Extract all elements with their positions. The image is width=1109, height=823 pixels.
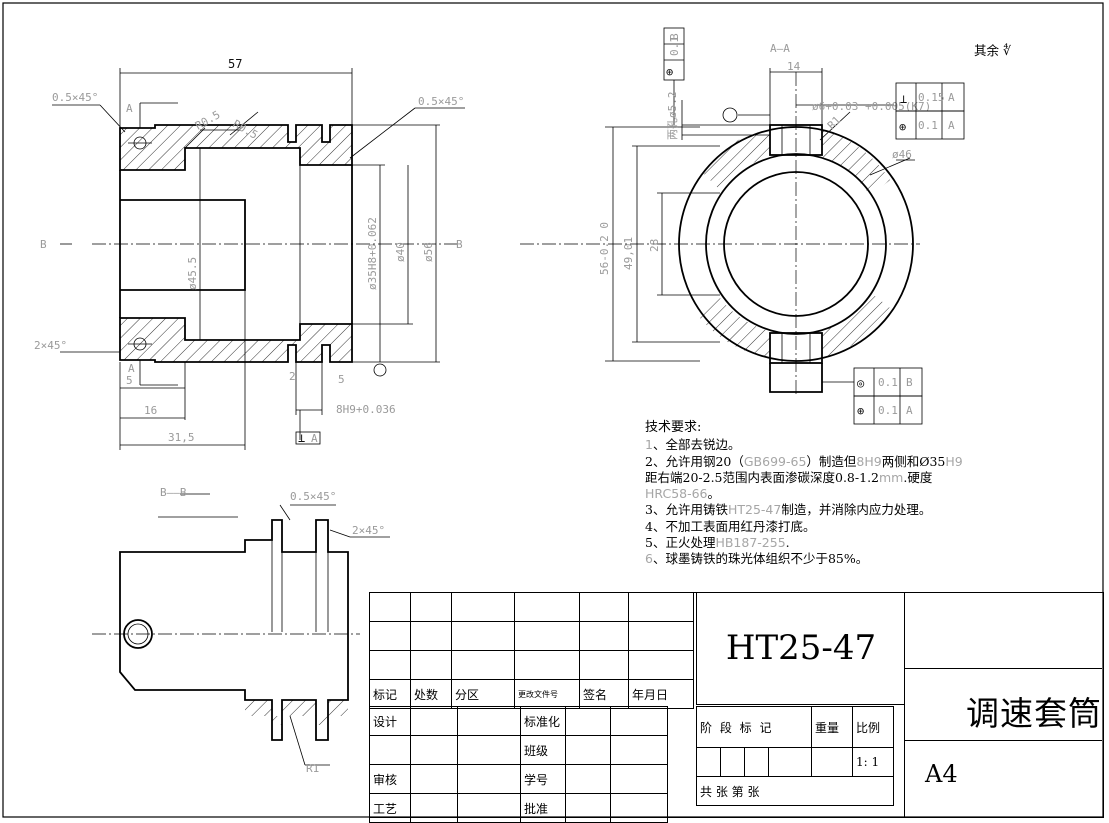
label-review: 审核 <box>369 764 411 794</box>
label-scale: 比例 <box>852 706 894 748</box>
aa-hole-note: 两孔ø5.2 <box>666 92 679 141</box>
label-a-top: A <box>126 102 133 115</box>
dim-dia-45-5: ø45.5 <box>186 257 199 290</box>
approval-table: 设计 标准化 班级 审核 学号 工艺 批准 <box>369 706 668 823</box>
tol-pos-bottom-datum: A <box>906 404 913 417</box>
label-date: 年月日 <box>628 679 694 709</box>
tol-pos-bottom-symbol: ⊕ <box>857 404 864 418</box>
label-approve: 批准 <box>520 793 566 823</box>
tol-pos-right-datum: A <box>948 119 955 132</box>
label-standardize: 标准化 <box>520 706 566 736</box>
stage-table: 阶 段 标 记重量比例 1: 1 共 张 第 张 <box>695 706 894 806</box>
tol-perp-datum: A <box>948 91 955 104</box>
bb-chamfer-1: 0.5×45° <box>290 490 336 503</box>
dim-len-2: 2 <box>289 370 296 383</box>
tech-item-5: 5、正火处理HB187-255. <box>645 535 790 551</box>
dim-len-16: 16 <box>144 404 157 417</box>
label-design: 设计 <box>369 706 411 736</box>
dim-len-31-5: 31,5 <box>168 431 195 444</box>
label-sheets: 共 张 第 张 <box>696 776 894 806</box>
revision-table: 标记 处数 分区 更改文件号 签名 年月日 <box>369 592 694 709</box>
label-process: 工艺 <box>369 793 411 823</box>
tol-perp-small-symbol: ⊥ <box>298 431 305 445</box>
dim-width-8h9: 8H9+0.036 <box>336 403 396 416</box>
label-student-no: 学号 <box>520 764 566 794</box>
aa-dim-28: 28 <box>648 239 661 252</box>
dim-chamfer-left-bottom: 2×45° <box>34 339 67 352</box>
label-class: 班级 <box>520 735 566 765</box>
dim-chamfer-right-top: 0.5×45° <box>418 95 464 108</box>
scale-value: 1: 1 <box>852 747 894 777</box>
tech-item-1: 1、全部去锐边。 <box>645 437 741 453</box>
aa-dim-14: 14 <box>787 60 801 73</box>
tech-requirements: 技术要求: 1、全部去锐边。 2、允许用钢20（GB699-65）制造但8H9两… <box>645 420 1025 568</box>
aa-dim-r1: R1 <box>825 114 844 133</box>
part-name: 调速套筒 <box>966 694 1102 733</box>
aa-dim-49: 49,01 <box>622 237 635 270</box>
dim-dia-56: ø56 <box>422 242 435 262</box>
label-b-right: B <box>456 238 463 251</box>
material: HT25-47 <box>696 592 905 705</box>
label-count: 处数 <box>410 679 452 709</box>
label-weight: 重量 <box>811 706 853 748</box>
tol-pos-top-value: 0.1 <box>668 36 681 56</box>
name-cell <box>904 592 1103 817</box>
dim-chamfer-left-top: 0.5×45° <box>52 91 98 104</box>
section-bb-view <box>92 493 390 766</box>
tech-item-2: 2、允许用钢20（GB699-65）制造但8H9两侧和Ø35H9 <box>645 453 963 469</box>
tech-item-2c: HRC58-66。 <box>645 486 721 502</box>
name-divider <box>904 668 1102 669</box>
tol-concentric-datum: B <box>906 376 913 389</box>
tech-item-4: 4、不加工表面用红丹漆打底。 <box>645 518 816 534</box>
tol-pos-top-datum: B <box>668 33 681 40</box>
tolerance-frame-pos-right <box>895 110 965 140</box>
tol-concentric-symbol: ◎ <box>857 376 864 390</box>
tolerance-frame-concentric <box>822 367 923 425</box>
tol-perp-small-datum: A <box>311 432 318 445</box>
sheet-size: A4 <box>925 760 958 788</box>
label-signature: 签名 <box>579 679 629 709</box>
aa-dim-46: ø46 <box>892 148 912 161</box>
tol-pos-top-symbol: ⊕ <box>666 65 673 79</box>
roughness-note: 其余 ∜ <box>974 43 1011 58</box>
section-aa-title: A—A <box>770 42 790 55</box>
label-mark: 标记 <box>369 679 411 709</box>
dim-len-5: 5 <box>126 374 133 387</box>
aa-dim-hole: ø6+0.03 +0.005(K7) <box>812 100 931 113</box>
tech-item-2b: 距右端20-2.5范围内表面渗碳深度0.8-1.2mm.硬度 <box>645 469 933 485</box>
tol-perp-symbol: ⊥ <box>900 92 907 106</box>
aa-dim-56: 56-0.2 0 <box>598 222 611 275</box>
dim-dia-40: ø40 <box>394 242 407 262</box>
tech-item-6: 6、球墨铸铁的珠光体组织不少于85%。 <box>645 551 869 567</box>
label-stage-mark: 阶 段 标 记 <box>696 706 812 748</box>
bb-r1: R1 <box>306 762 319 775</box>
tech-item-3: 3、允许用铸铁HT25-47制造，并消除内应力处理。 <box>645 502 932 518</box>
label-a-bottom: A <box>128 362 135 375</box>
dim-dia-35h8: ø35H8+0.062 <box>366 217 379 290</box>
dim-57: 57 <box>228 57 242 71</box>
tol-pos-bottom-value: 0.1 <box>878 404 898 417</box>
main-section-view <box>52 68 465 450</box>
section-bb-title: B——B <box>160 486 187 499</box>
bb-chamfer-2: 2×45° <box>352 524 385 537</box>
label-change-doc: 更改文件号 <box>514 679 580 709</box>
section-aa-view <box>520 27 920 395</box>
tol-pos-right-value: 0.1 <box>918 119 938 132</box>
title-block: 标记 处数 分区 更改文件号 签名 年月日 设计 标准化 班级 审核 学号 工艺 批准… <box>369 592 1104 823</box>
tech-requirements-title: 技术要求: <box>645 420 702 435</box>
dim-len-5b: 5 <box>338 373 345 386</box>
label-b-left: B <box>40 238 47 251</box>
size-divider <box>904 740 1102 741</box>
tol-concentric-value: 0.1 <box>878 376 898 389</box>
tol-perp-value: 0.15 <box>918 91 945 104</box>
label-zone: 分区 <box>451 679 515 709</box>
tol-pos-right-symbol: ⊕ <box>899 120 906 134</box>
